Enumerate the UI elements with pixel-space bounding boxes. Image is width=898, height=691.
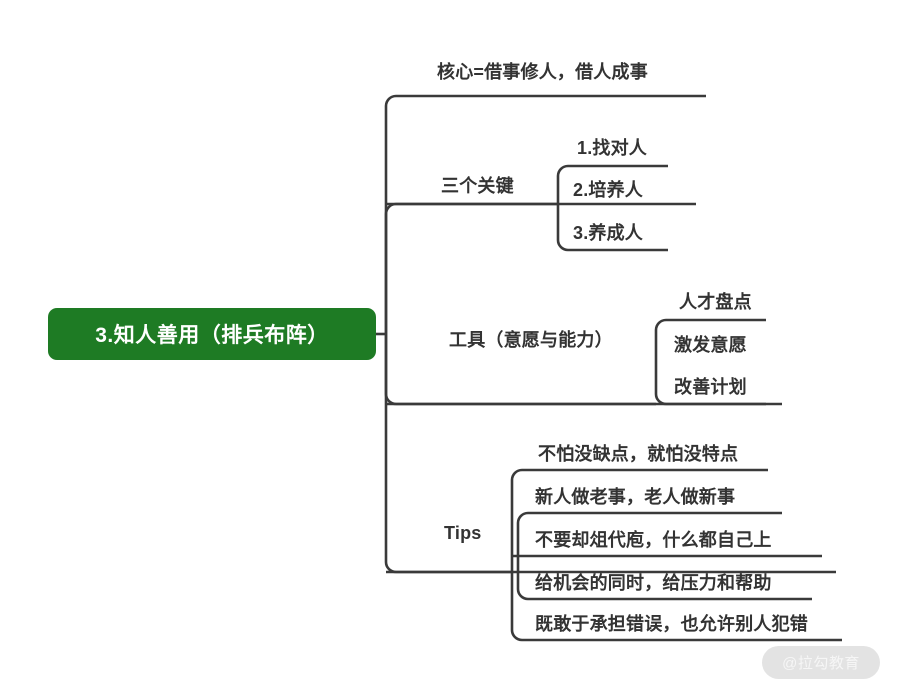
watermark-label: @拉勾教育: [782, 655, 860, 672]
leaf-three-keys-1[interactable]: 1.找对人: [577, 138, 648, 158]
leaf-three-keys-3[interactable]: 3.养成人: [573, 223, 644, 243]
leaf-tips-1[interactable]: 不怕没缺点，就怕没特点: [538, 444, 739, 464]
leaf-three-keys-2[interactable]: 2.培养人: [573, 180, 644, 200]
branch-label-tools[interactable]: 工具（意愿与能力）: [449, 330, 613, 350]
leaf-tips-4[interactable]: 给机会的同时，给压力和帮助: [535, 573, 772, 593]
watermark-badge: @拉勾教育: [762, 646, 880, 679]
leaf-tips-5[interactable]: 既敢于承担错误，也允许别人犯错: [535, 614, 808, 634]
branch-label-tips[interactable]: Tips: [444, 523, 482, 543]
leaf-tools-3[interactable]: 改善计划: [674, 377, 747, 397]
root-node-label: 3.知人善用（排兵布阵）: [95, 324, 329, 347]
root-node[interactable]: 3.知人善用（排兵布阵）: [48, 308, 376, 360]
branch-label-core[interactable]: 核心=借事修人，借人成事: [437, 62, 648, 82]
leaf-tips-2[interactable]: 新人做老事，老人做新事: [535, 487, 736, 507]
branch-label-three-keys[interactable]: 三个关键: [441, 176, 514, 196]
leaf-tips-3[interactable]: 不要却俎代庖，什么都自己上: [535, 530, 772, 550]
leaf-tools-1[interactable]: 人才盘点: [679, 292, 752, 312]
leaf-tools-2[interactable]: 激发意愿: [674, 335, 747, 355]
